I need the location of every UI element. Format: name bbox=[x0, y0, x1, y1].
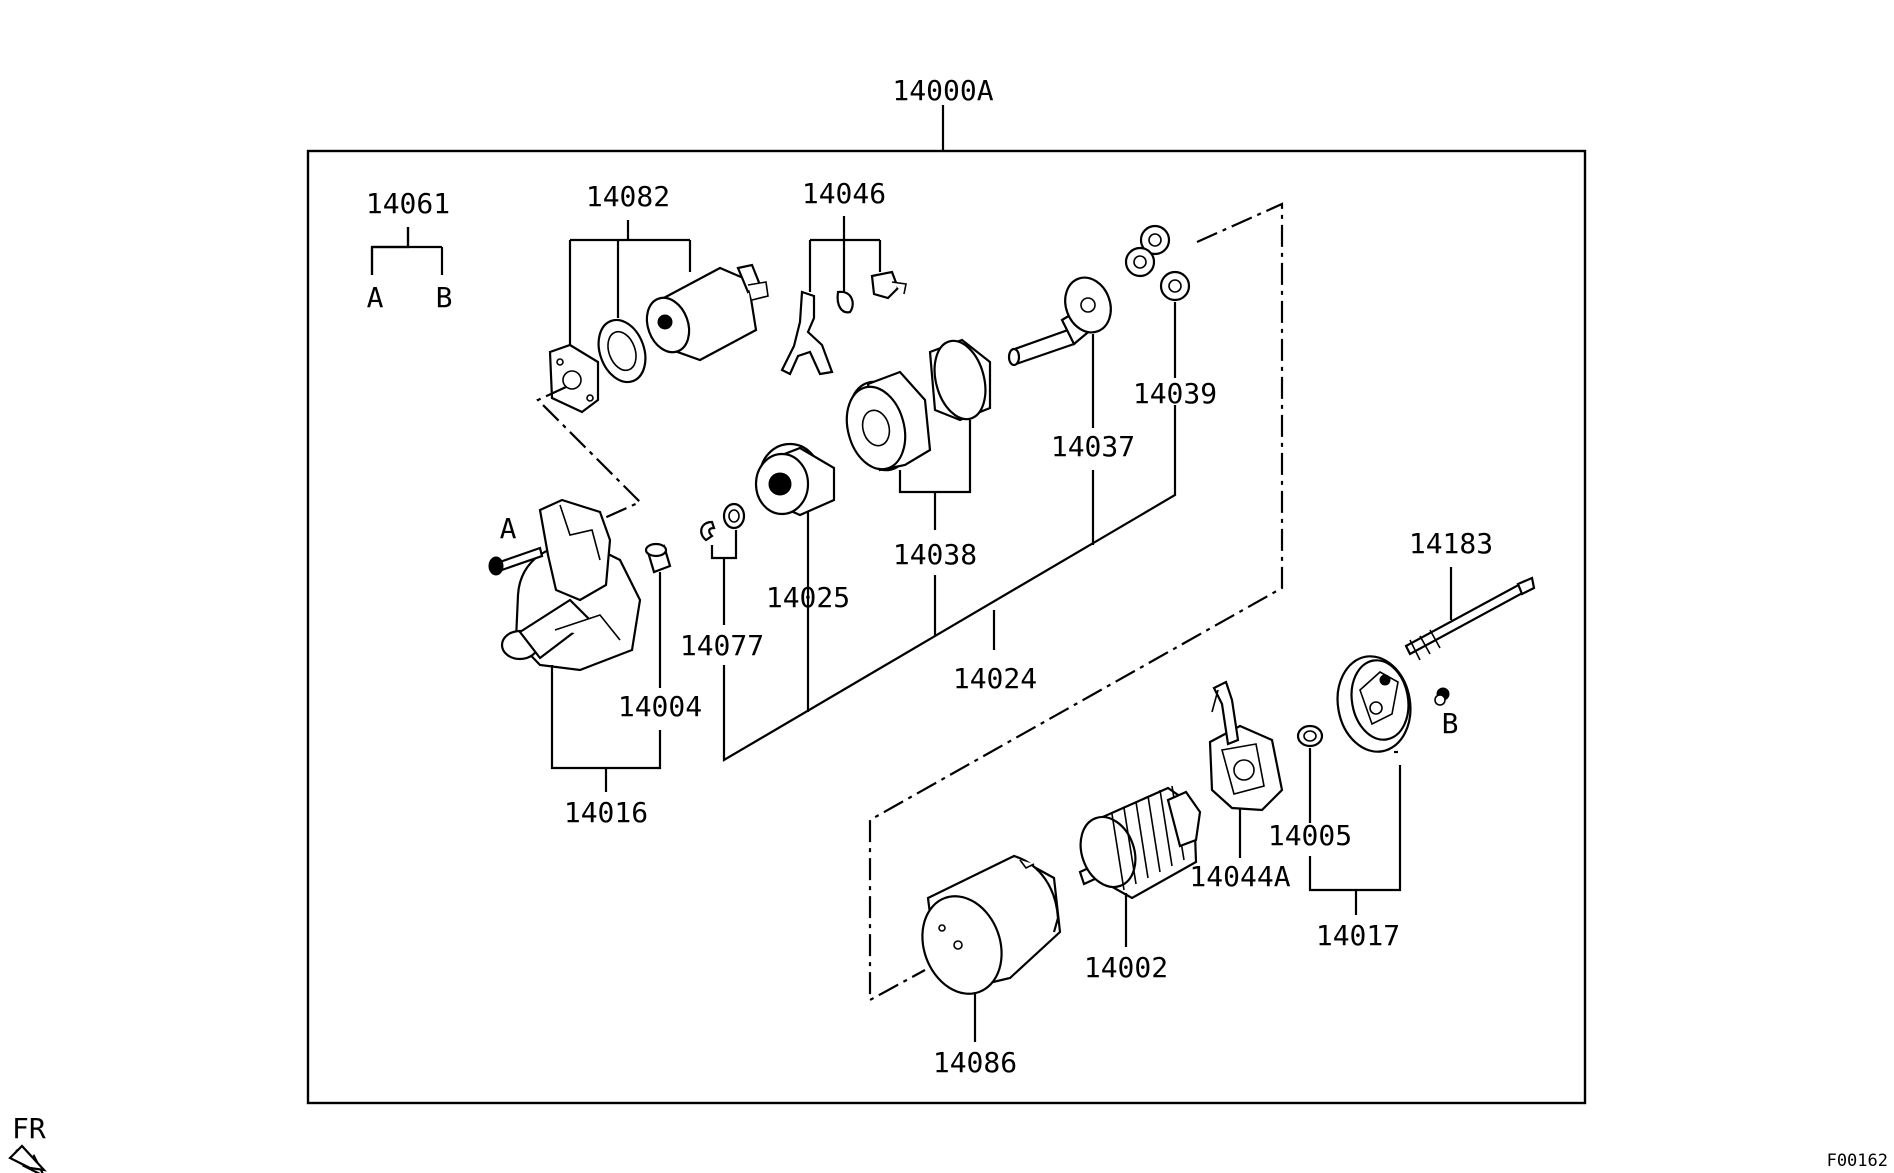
dash-leader-top bbox=[868, 202, 1284, 1002]
leader-14038 bbox=[898, 420, 972, 530]
label-14046: 14046 bbox=[802, 177, 886, 210]
armature bbox=[1078, 785, 1202, 900]
label-14086: 14086 bbox=[933, 1046, 1017, 1079]
bolt-a bbox=[488, 546, 544, 576]
yoke bbox=[921, 854, 1062, 995]
label-14061: 14061 bbox=[366, 187, 450, 220]
label-14039: 14039 bbox=[1133, 377, 1217, 410]
label-14025: 14025 bbox=[766, 581, 850, 614]
ref-a-top: A bbox=[367, 281, 384, 314]
fr-label: FR bbox=[12, 1112, 46, 1145]
leader-14017 bbox=[1308, 748, 1402, 915]
label-14077: 14077 bbox=[680, 629, 764, 662]
lever-holder bbox=[870, 270, 900, 300]
front-bracket bbox=[500, 498, 642, 672]
front-bushing bbox=[644, 542, 672, 574]
overrunning-clutch bbox=[754, 442, 836, 517]
solenoid-switch bbox=[645, 263, 769, 362]
label-14183: 14183 bbox=[1409, 527, 1493, 560]
label-14000A: 14000A bbox=[892, 74, 993, 107]
leader-14046 bbox=[808, 216, 882, 292]
label-14005: 14005 bbox=[1268, 819, 1352, 852]
leader-14082 bbox=[568, 220, 692, 350]
rear-bushing bbox=[1296, 724, 1324, 748]
rear-bracket bbox=[1336, 655, 1412, 753]
ref-b-nut: B bbox=[1442, 707, 1459, 740]
label-14004: 14004 bbox=[618, 690, 702, 723]
label-14017: 14017 bbox=[1316, 919, 1400, 952]
leader-14077 bbox=[710, 530, 738, 625]
dash-leader-plate bbox=[536, 386, 642, 522]
internal-gear-housing bbox=[845, 338, 992, 472]
label-14024: 14024 bbox=[953, 662, 1037, 695]
through-bolt bbox=[1404, 576, 1536, 661]
label-14038: 14038 bbox=[893, 538, 977, 571]
shift-lever bbox=[780, 290, 834, 376]
ref-b-top: B bbox=[436, 281, 453, 314]
ref-a-bolt: A bbox=[500, 512, 517, 545]
screw-b bbox=[1434, 687, 1450, 706]
leader-14061 bbox=[370, 227, 410, 275]
label-14082: 14082 bbox=[586, 180, 670, 213]
fr-arrow-icon bbox=[8, 1144, 47, 1173]
snap-ring bbox=[700, 520, 716, 542]
planetary-gears bbox=[1124, 224, 1191, 302]
label-14016: 14016 bbox=[564, 796, 648, 829]
label-14002: 14002 bbox=[1084, 951, 1168, 984]
figure-code: F00162 bbox=[1827, 1151, 1888, 1171]
label-14044A: 14044A bbox=[1189, 860, 1290, 893]
leader-14024 bbox=[722, 405, 1177, 762]
leader-14016 bbox=[550, 665, 662, 792]
brush-holder bbox=[1208, 680, 1284, 812]
assembly-frame bbox=[306, 149, 1587, 1105]
label-14037: 14037 bbox=[1051, 430, 1135, 463]
planetary-shaft bbox=[1007, 276, 1112, 367]
lever-spring bbox=[836, 290, 854, 314]
